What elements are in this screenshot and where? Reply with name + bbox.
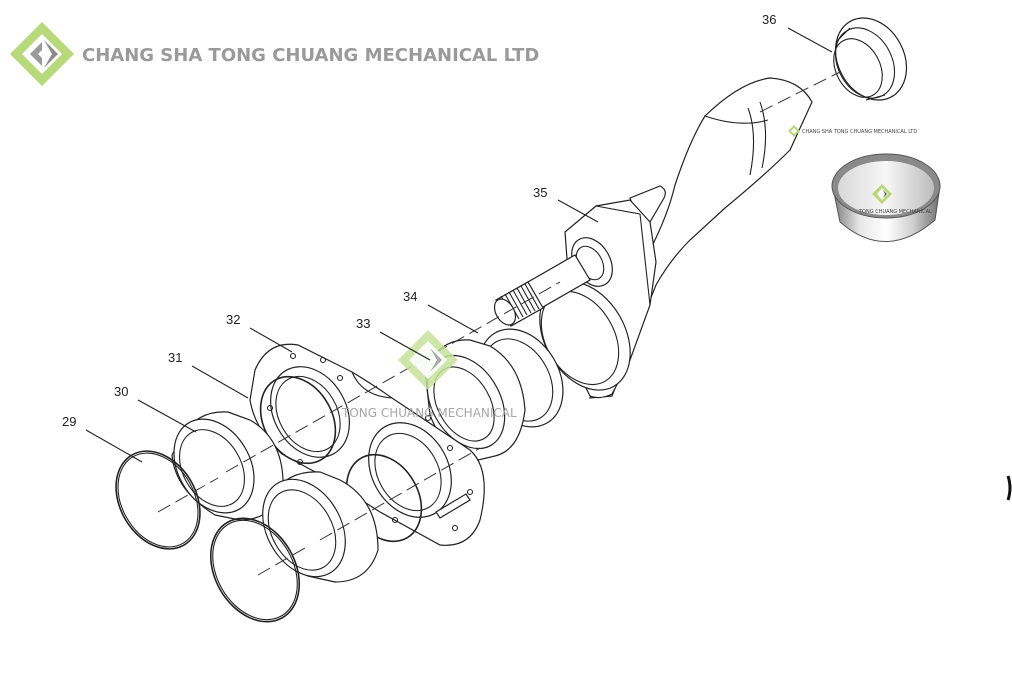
photo-watermark: TONG CHUANG MECHANICAL <box>858 209 932 215</box>
photo-logo-icon <box>872 184 892 204</box>
part-label-36: 36 <box>762 12 776 27</box>
company-watermark: CHANG SHA TONG CHUANG MECHANICAL LTD <box>82 45 539 66</box>
leader-lines <box>85 27 833 463</box>
arm-badge-watermark: CHANG SHA TONG CHUANG MECHANICAL LTD <box>802 129 917 135</box>
bolt-holes <box>266 352 474 532</box>
part-label-32: 32 <box>226 312 240 327</box>
center-logo-icon <box>398 330 458 390</box>
part-label-30: 30 <box>114 384 128 399</box>
center-watermark: TONG CHUANG MECHANICAL <box>341 406 517 420</box>
edge-fragment <box>1006 475 1012 501</box>
center-axis-lines <box>157 71 841 576</box>
part-label-31: 31 <box>168 350 182 365</box>
part-29-oring-lower <box>209 517 301 623</box>
part-36-cap <box>833 17 908 101</box>
ring-photo: TONG CHUANG MECHANICAL <box>831 153 941 242</box>
part-33-sleeve <box>424 339 526 461</box>
company-logo-icon <box>10 22 74 86</box>
part-30-bushing-upper <box>171 411 284 521</box>
part-label-29: 29 <box>62 414 76 429</box>
part-label-33: 33 <box>356 316 370 331</box>
arm-badge-logo-icon <box>788 125 800 137</box>
part-label-35: 35 <box>533 185 547 200</box>
part-label-34: 34 <box>403 289 417 304</box>
part-35-swing-arm <box>493 77 813 399</box>
